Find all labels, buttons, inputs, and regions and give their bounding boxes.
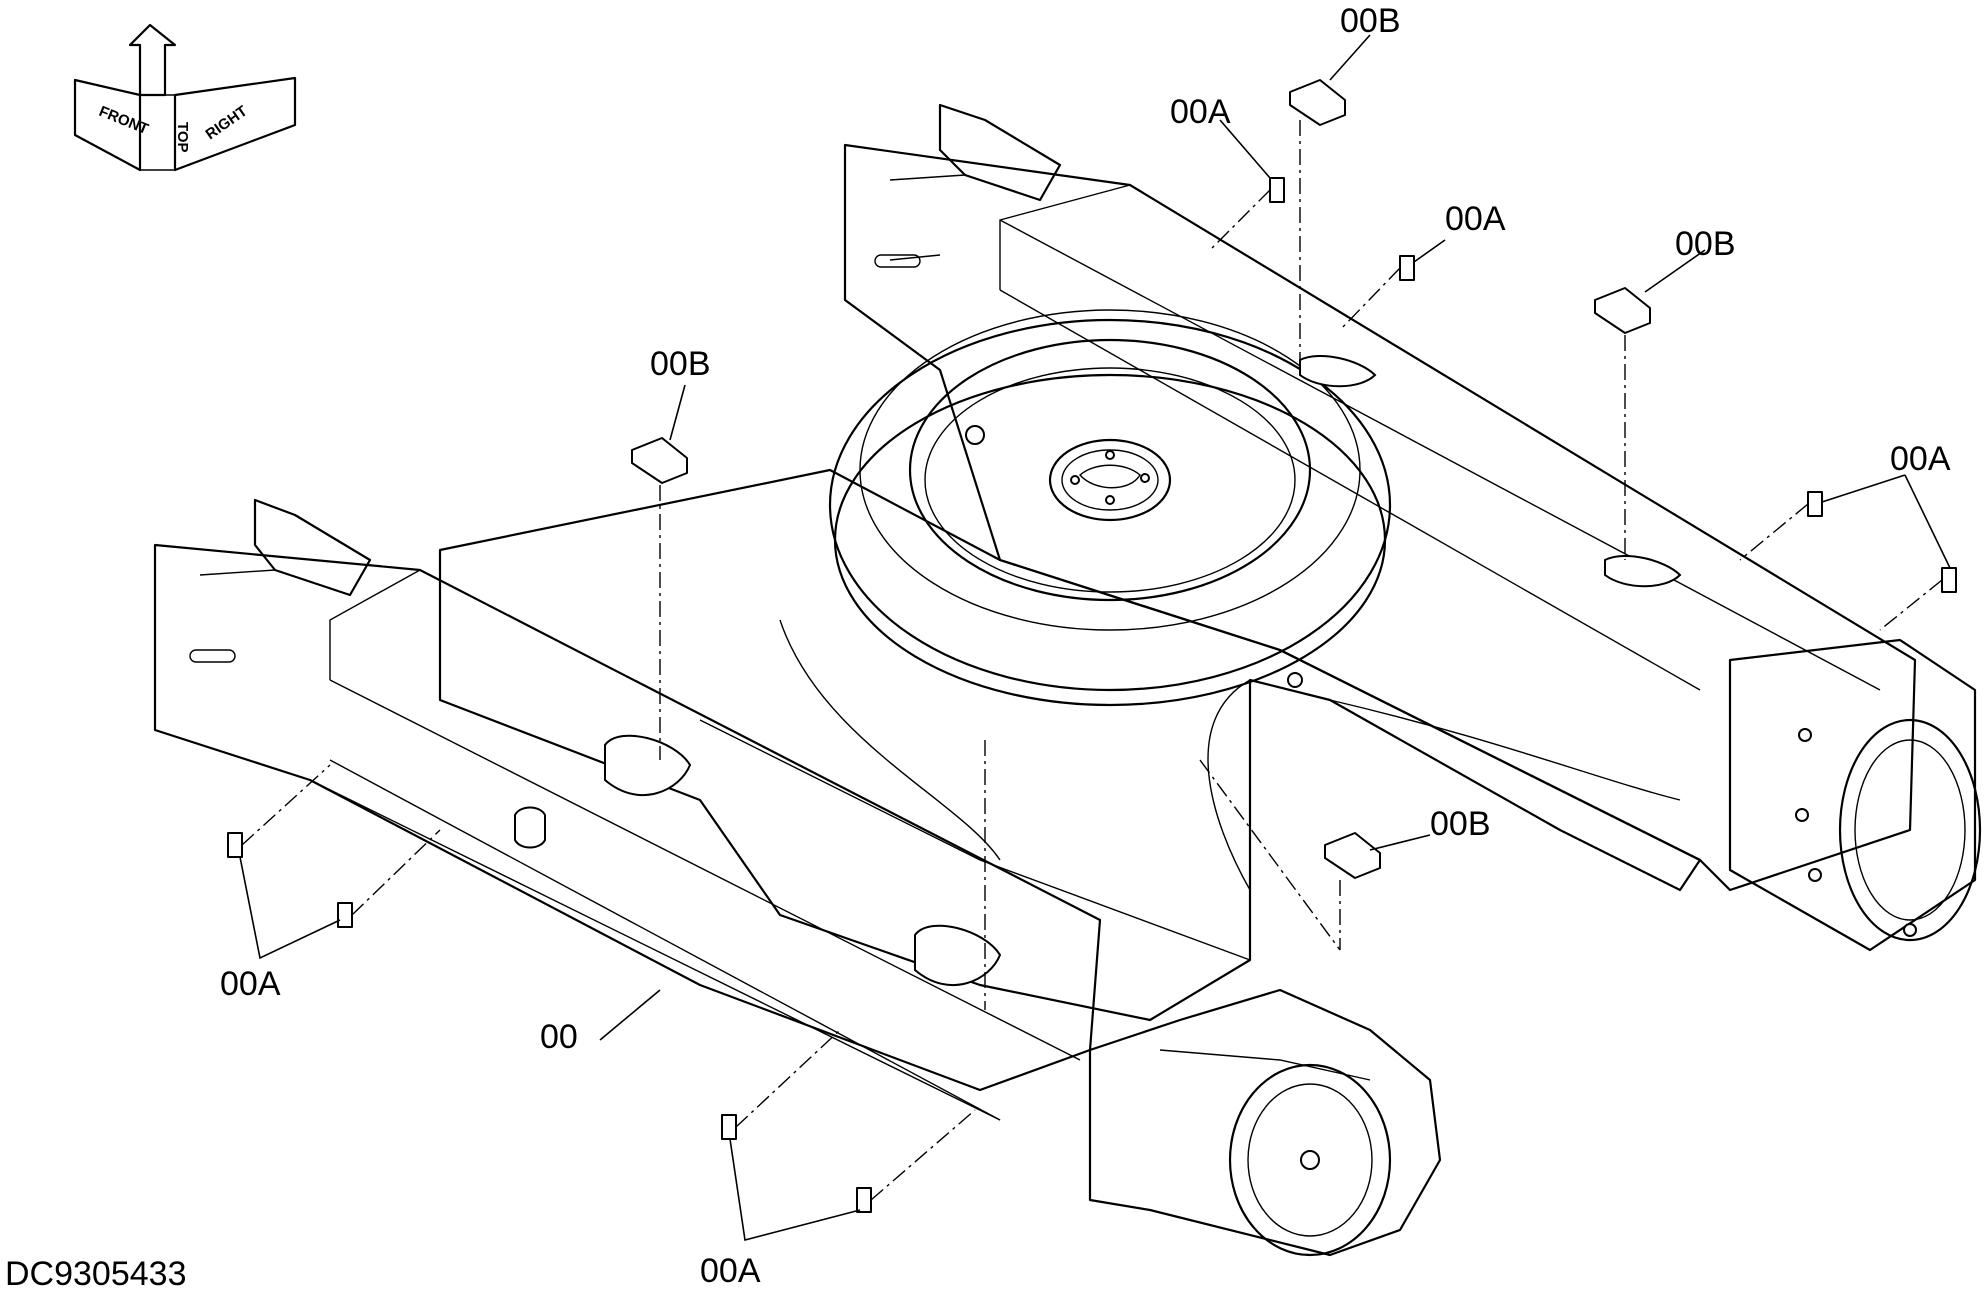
callout-00-main: 00 [540, 1018, 578, 1056]
orientation-front-label: FRONT [97, 103, 151, 138]
callout-00a-left: 00A [220, 965, 281, 1003]
callout-00b-right: 00B [1675, 225, 1736, 263]
swing-bearing [828, 309, 1392, 707]
document-id: DC9305433 [5, 1255, 186, 1293]
leader-lines [239, 34, 1951, 1241]
orientation-right-label: RIGHT [203, 103, 251, 144]
callout-00a-bottom: 00A [700, 1252, 761, 1290]
callout-00a-right: 00A [1890, 440, 1951, 478]
callout-labels: 00B 00A 00A 00B 00A 00B 00B 00A 00 00A [220, 2, 1951, 1290]
orientation-top-label: TOP [174, 122, 191, 153]
orientation-icon: FRONT TOP RIGHT [73, 23, 297, 172]
callout-00b-left: 00B [650, 345, 711, 383]
pad-b-parts [631, 79, 1651, 879]
callout-00b-top: 00B [1340, 2, 1401, 40]
callout-00b-center: 00B [1430, 805, 1491, 843]
pad-a-parts [227, 177, 1957, 1213]
callout-00a-top-left: 00A [1170, 93, 1231, 131]
callout-00a-top-right: 00A [1445, 200, 1506, 238]
assembly-lines [241, 120, 1943, 1201]
track-frame [153, 103, 1982, 1257]
